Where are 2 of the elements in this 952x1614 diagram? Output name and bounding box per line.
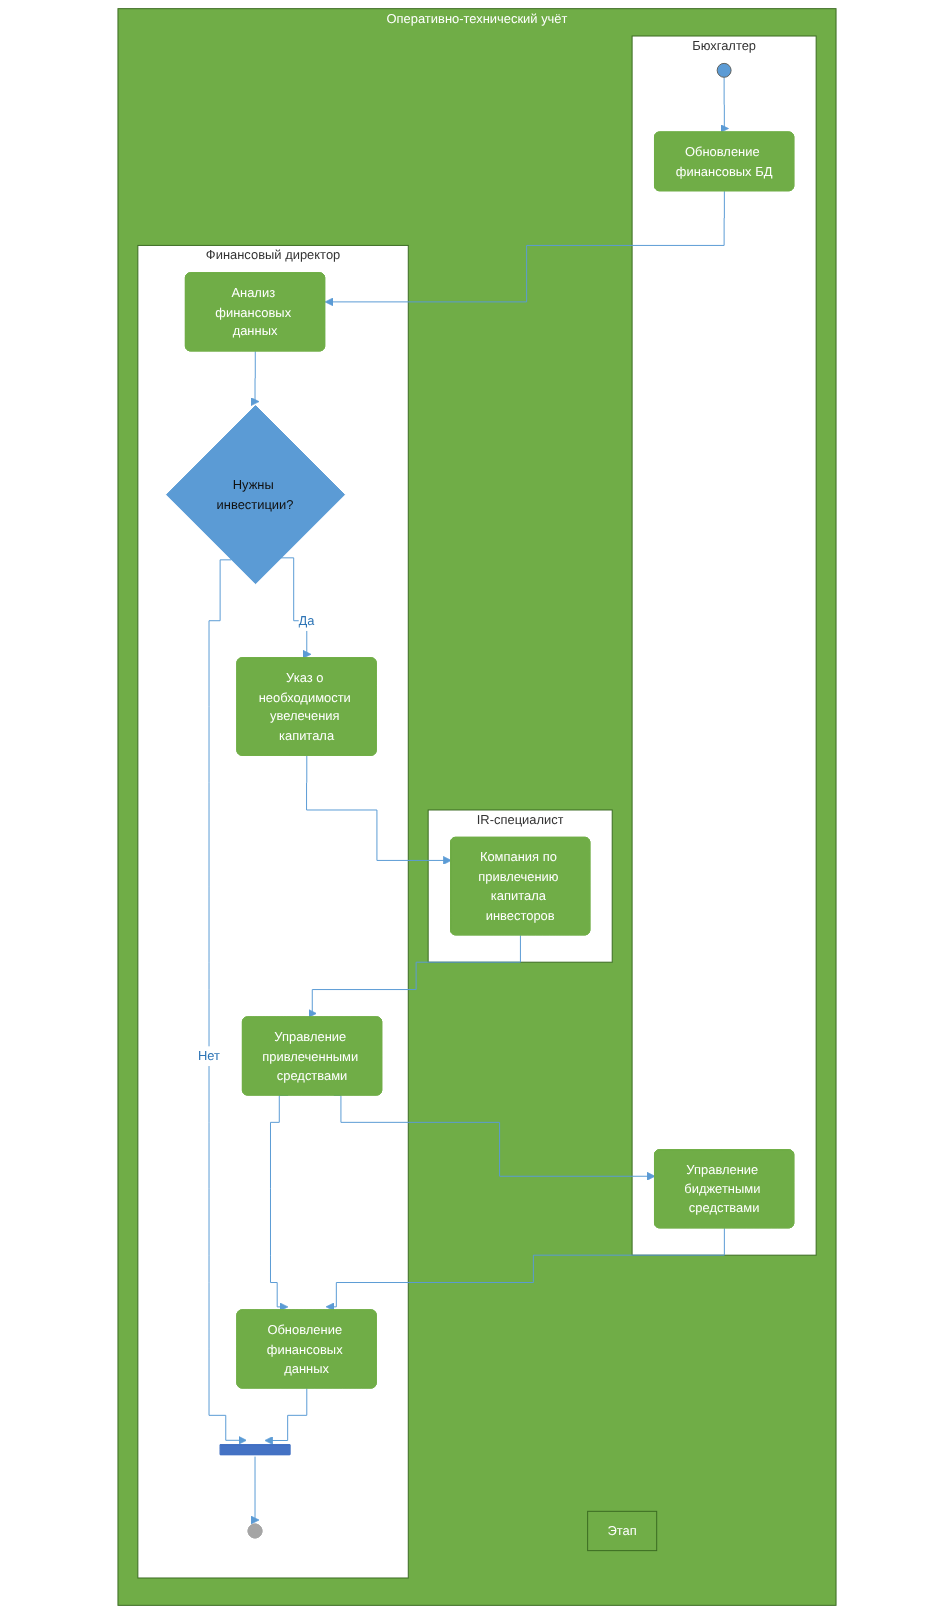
node-circle — [715, 62, 731, 78]
arrow — [207, 559, 246, 1445]
